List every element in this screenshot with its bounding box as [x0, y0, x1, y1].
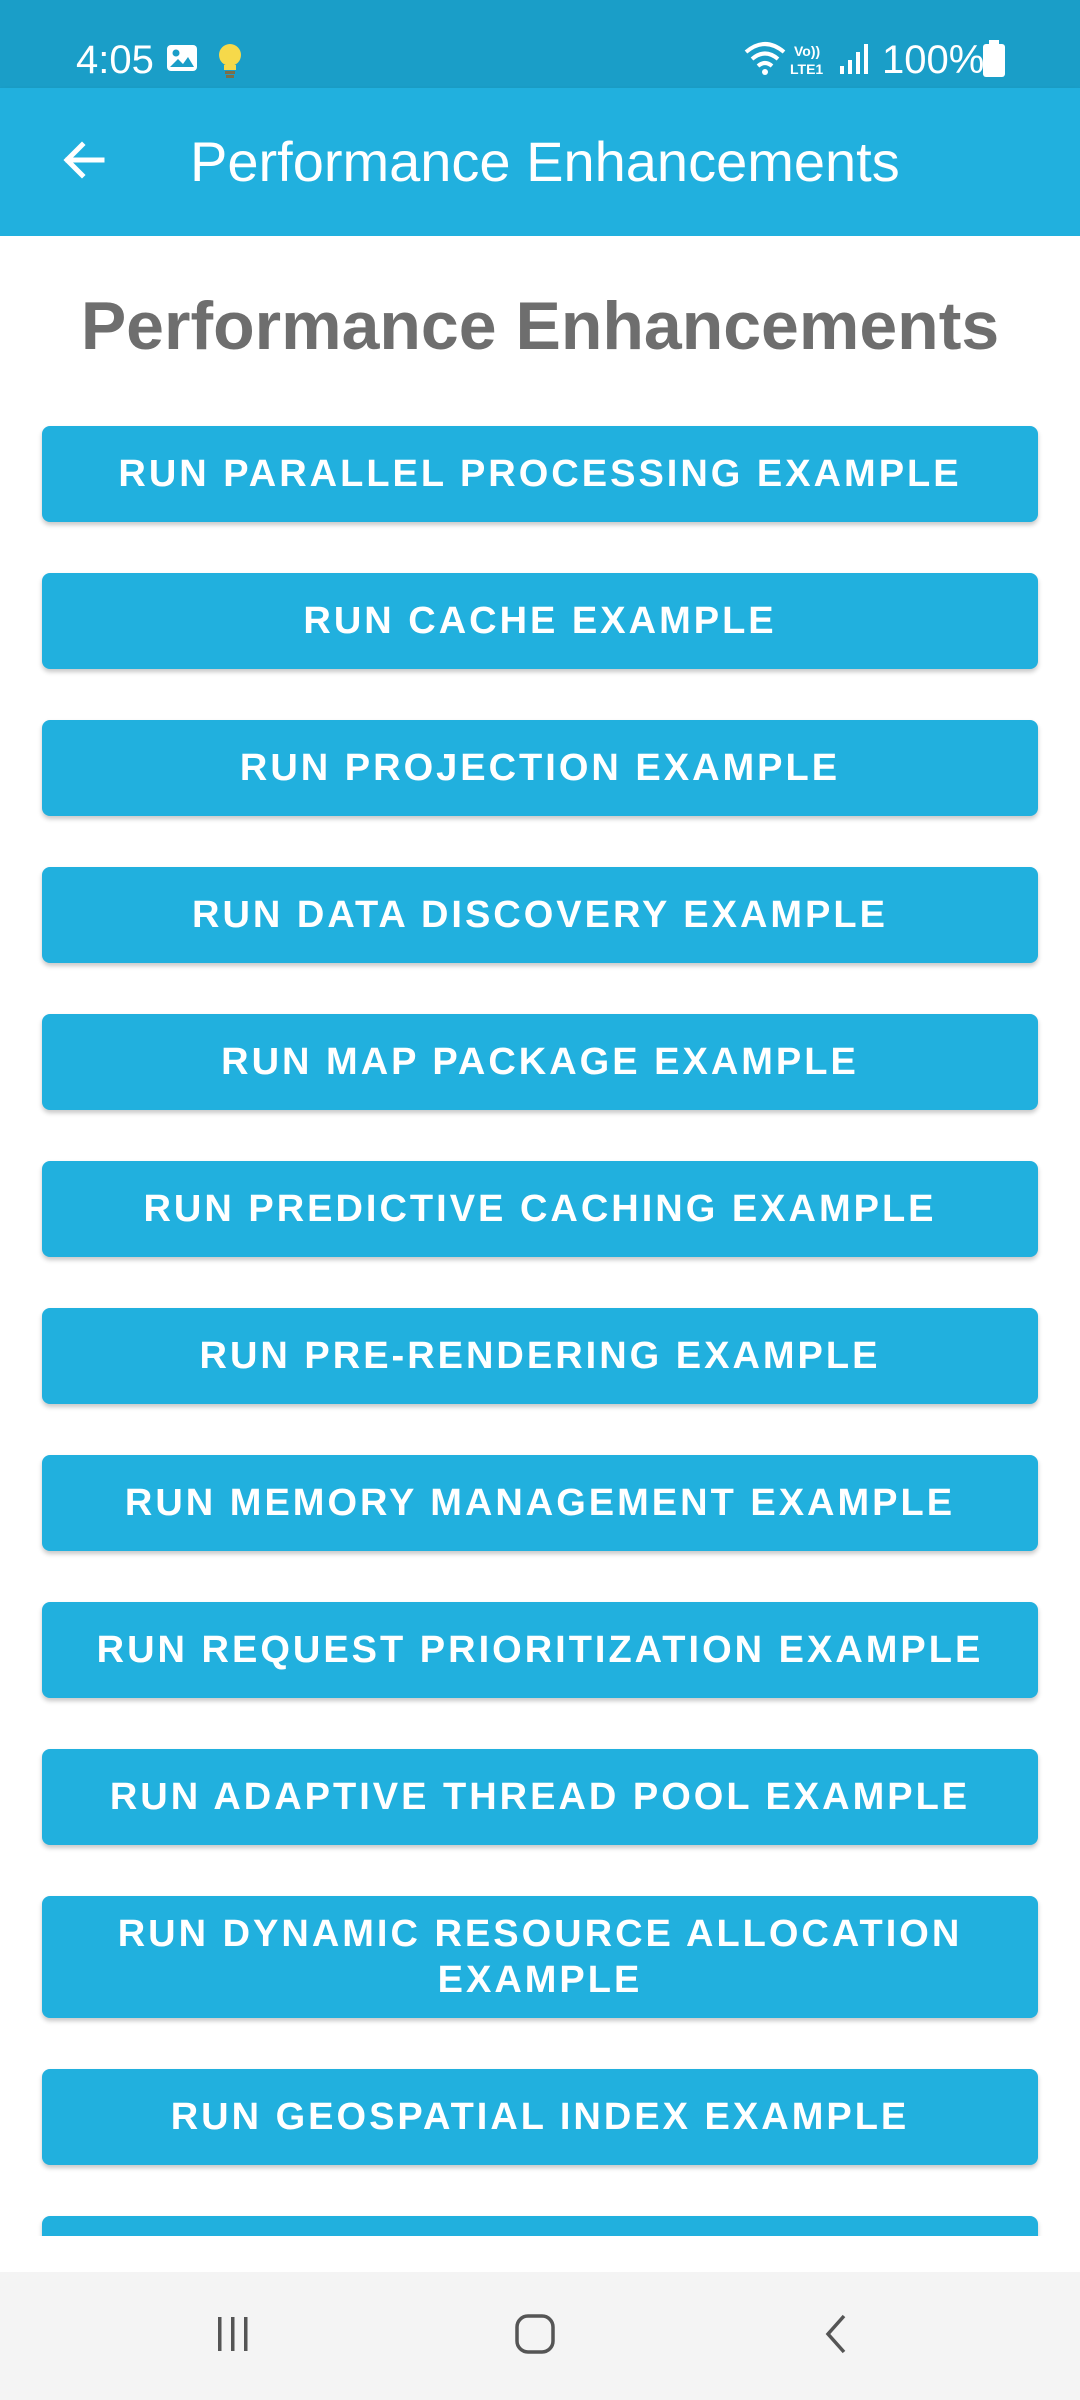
app-bar-title: Performance Enhancements [190, 130, 900, 193]
run-pre-rendering-button[interactable]: RUN PRE-RENDERING EXAMPLE [42, 1308, 1038, 1404]
signal-icon [838, 40, 872, 80]
page-title: Performance Enhancements [80, 288, 1000, 364]
run-cache-button[interactable]: RUN CACHE EXAMPLE [42, 573, 1038, 669]
run-geospatial-index-button[interactable]: RUN GEOSPATIAL INDEX EXAMPLE [42, 2069, 1038, 2165]
svg-text:LTE1: LTE1 [790, 61, 823, 77]
app-bar: Performance Enhancements [0, 88, 1080, 236]
run-predictive-caching-button[interactable]: RUN PREDICTIVE CACHING EXAMPLE [42, 1161, 1038, 1257]
status-bar: 4:05 Vo)) LTE1 [0, 0, 1080, 88]
home-icon [511, 2310, 559, 2363]
lightbulb-icon [212, 40, 248, 80]
system-navigation-bar [0, 2272, 1080, 2400]
run-adaptive-thread-pool-button[interactable]: RUN ADAPTIVE THREAD POOL EXAMPLE [42, 1749, 1038, 1845]
nav-back-button[interactable] [778, 2296, 898, 2376]
back-icon [814, 2310, 862, 2363]
back-button[interactable] [40, 118, 128, 206]
run-projection-button[interactable]: RUN PROJECTION EXAMPLE [42, 720, 1038, 816]
run-memory-management-button[interactable]: RUN MEMORY MANAGEMENT EXAMPLE [42, 1455, 1038, 1551]
svg-text:Vo)): Vo)) [794, 43, 820, 59]
home-button[interactable] [475, 2296, 595, 2376]
arrow-left-icon [60, 136, 108, 189]
partially-visible-button[interactable] [42, 2216, 1038, 2236]
run-dynamic-resource-allocation-button[interactable]: RUN DYNAMIC RESOURCE ALLOCATION EXAMPLE [42, 1896, 1038, 2018]
wifi-icon [744, 40, 786, 80]
run-request-prioritization-button[interactable]: RUN REQUEST PRIORITIZATION EXAMPLE [42, 1602, 1038, 1698]
recent-apps-button[interactable] [173, 2296, 293, 2376]
battery-icon [982, 40, 1006, 80]
status-time: 4:05 [76, 38, 154, 82]
content-area[interactable]: Performance Enhancements RUN PARALLEL PR… [0, 236, 1080, 2236]
image-icon [164, 40, 200, 80]
run-parallel-processing-button[interactable]: RUN PARALLEL PROCESSING EXAMPLE [42, 426, 1038, 522]
battery-percentage: 100% [882, 38, 985, 82]
run-data-discovery-button[interactable]: RUN DATA DISCOVERY EXAMPLE [42, 867, 1038, 963]
recent-apps-icon [209, 2310, 257, 2363]
run-map-package-button[interactable]: RUN MAP PACKAGE EXAMPLE [42, 1014, 1038, 1110]
volte-icon: Vo)) LTE1 [790, 42, 832, 82]
